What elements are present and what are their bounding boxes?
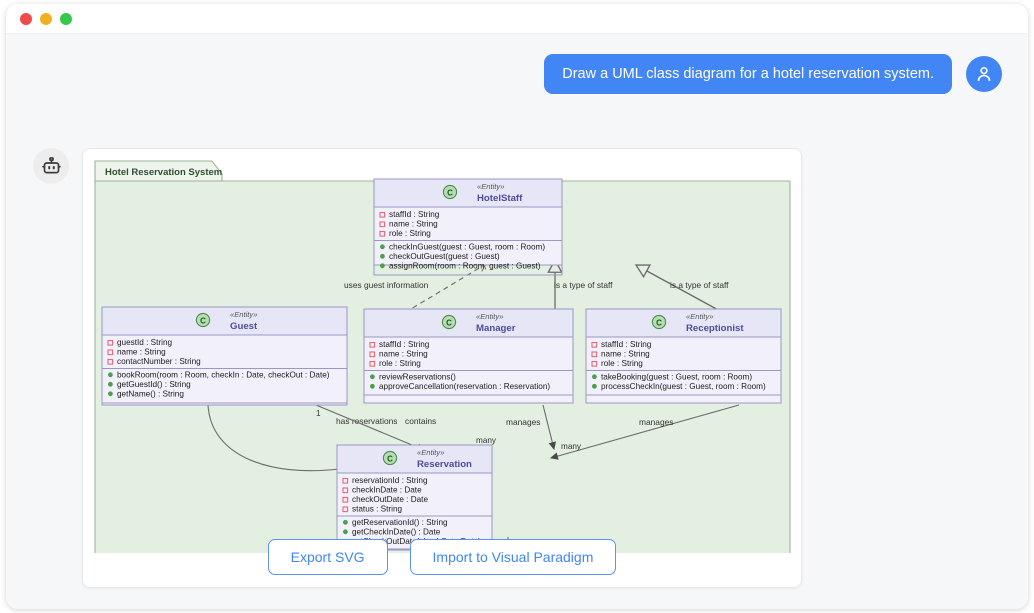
diagram-answer-card: Hotel Reservation System uses guest info… <box>82 148 802 588</box>
class-name-guest: Guest <box>230 321 258 332</box>
uml-diagram-canvas[interactable]: Hotel Reservation System uses guest info… <box>91 157 795 553</box>
svg-text:C: C <box>200 316 206 325</box>
link-contains <box>315 404 425 452</box>
multiplicity-contains-one: 1 <box>316 409 321 418</box>
class-name-receptionist: Receptionist <box>686 323 744 334</box>
svg-text:reservationId : String: reservationId : String <box>352 476 428 485</box>
class-box-receptionist[interactable]: C «Entity» Receptionist staffId : String… <box>585 308 782 404</box>
link-receptionist-generalization <box>634 264 732 318</box>
class-name-reservation: Reservation <box>417 459 472 470</box>
svg-text:staffId : String: staffId : String <box>389 210 440 219</box>
svg-text:contactNumber : String: contactNumber : String <box>117 357 201 366</box>
relationship-links: uses guest information is a type of staf… <box>203 258 740 553</box>
svg-text:C: C <box>387 454 393 463</box>
class-icon-guest <box>195 312 211 328</box>
operations-hotelstaff: checkInGuest(guest : Guest, room : Room)… <box>380 243 545 271</box>
operations-guest: bookRoom(room : Room, checkIn : Date, ch… <box>108 371 330 399</box>
class-name-manager: Manager <box>476 323 516 334</box>
svg-text:reviewReservations(): reviewReservations() <box>379 373 456 382</box>
svg-text:staffId : String: staffId : String <box>601 340 652 349</box>
svg-text:getGuestId() : String: getGuestId() : String <box>117 380 191 389</box>
class-icon-receptionist <box>651 314 667 330</box>
link-label-receptionist-is-a-type-of-staff: is a type of staff <box>670 280 729 290</box>
multiplicity-receptionist-manages-many: many <box>561 442 582 451</box>
svg-text:role : String: role : String <box>601 359 643 368</box>
svg-text:getCheckInDate() : Date: getCheckInDate() : Date <box>352 528 441 537</box>
stereotype-guest: «Entity» <box>230 310 257 319</box>
user-message-row: Draw a UML class diagram for a hotel res… <box>544 54 1002 94</box>
svg-text:takeBooking(guest : Guest, roo: takeBooking(guest : Guest, room : Room) <box>601 373 752 382</box>
svg-text:C: C <box>656 318 662 327</box>
svg-text:approveCancellation(reservatio: approveCancellation(reservation : Reserv… <box>379 382 550 391</box>
class-icon-reservation <box>382 450 398 466</box>
svg-text:name : String: name : String <box>117 348 166 357</box>
person-icon <box>966 56 1002 92</box>
operations-receptionist: takeBooking(guest : Guest, room : Room) … <box>592 373 766 391</box>
svg-text:role : String: role : String <box>379 359 421 368</box>
class-icon-hotelstaff <box>442 184 458 200</box>
svg-text:checkOutDate : Date: checkOutDate : Date <box>352 495 428 504</box>
diagram-frame-label: Hotel Reservation System <box>105 167 222 178</box>
diagram-action-bar: Export SVG Import to Visual Paradigm <box>83 539 801 575</box>
svg-text:role : String: role : String <box>389 229 431 238</box>
window-titlebar <box>6 4 1028 34</box>
class-box-guest[interactable]: C «Entity» Guest guestId : String name :… <box>101 306 348 406</box>
svg-text:name : String: name : String <box>601 350 650 359</box>
robot-icon <box>33 148 69 184</box>
link-manager-manages <box>542 404 556 451</box>
app-window: Draw a UML class diagram for a hotel res… <box>6 4 1028 609</box>
user-message-bubble: Draw a UML class diagram for a hotel res… <box>544 54 952 94</box>
svg-text:name : String: name : String <box>389 220 438 229</box>
attributes-manager: staffId : String name : String role : St… <box>369 340 430 368</box>
minimize-window-button[interactable] <box>40 12 52 25</box>
close-window-button[interactable] <box>20 12 32 25</box>
attributes-guest: guestId : String name : String contactNu… <box>107 338 201 366</box>
link-label-receptionist-manages: manages <box>639 417 673 427</box>
import-to-visual-paradigm-button[interactable]: Import to Visual Paradigm <box>409 539 617 575</box>
svg-text:guestId : String: guestId : String <box>117 338 173 347</box>
class-name-hotelstaff: HotelStaff <box>477 193 523 204</box>
svg-text:name : String: name : String <box>379 350 428 359</box>
class-box-hotelstaff[interactable]: C «Entity» HotelStaff staffId : String n… <box>373 178 563 276</box>
link-label-manager-is-a-type-of-staff: is a type of staff <box>554 280 613 290</box>
svg-text:processCheckIn(guest : Guest,: processCheckIn(guest : Guest, room : Roo… <box>601 382 766 391</box>
link-label-uses-guest-information: uses guest information <box>344 280 429 290</box>
svg-text:checkInGuest(guest : Guest, ro: checkInGuest(guest : Guest, room : Room) <box>389 243 545 252</box>
svg-text:C: C <box>446 318 452 327</box>
assistant-message-row: Hotel Reservation System uses guest info… <box>33 148 802 588</box>
stereotype-hotelstaff: «Entity» <box>477 182 504 191</box>
stereotype-manager: «Entity» <box>476 312 503 321</box>
attributes-receptionist: staffId : String name : String role : St… <box>591 340 652 368</box>
attributes-reservation: reservationId : String checkInDate : Dat… <box>342 476 428 514</box>
svg-text:checkOutGuest(guest : Guest): checkOutGuest(guest : Guest) <box>389 252 500 261</box>
svg-text:assignRoom(room : Room, guest: assignRoom(room : Room, guest : Guest) <box>389 262 541 271</box>
maximize-window-button[interactable] <box>60 12 72 25</box>
conversation-content: Draw a UML class diagram for a hotel res… <box>6 34 1028 609</box>
class-box-manager[interactable]: C «Entity» Manager staffId : String name… <box>363 308 574 404</box>
link-label-has-reservations: has reservations <box>336 416 397 426</box>
svg-text:status : String: status : String <box>352 505 403 514</box>
svg-text:bookRoom(room : Room, checkIn: bookRoom(room : Room, checkIn : Date, ch… <box>117 371 330 380</box>
class-icon-manager <box>441 314 457 330</box>
operations-manager: reviewReservations() approveCancellation… <box>370 373 550 391</box>
attributes-hotelstaff: staffId : String name : String role : St… <box>379 210 440 238</box>
svg-text:checkInDate : Date: checkInDate : Date <box>352 486 422 495</box>
link-label-contains: contains <box>405 416 436 426</box>
class-box-reservation[interactable]: C «Entity» Reservation reservationId : S… <box>336 444 493 551</box>
stereotype-reservation: «Entity» <box>417 448 444 457</box>
link-has-reservations <box>203 394 340 472</box>
export-svg-button[interactable]: Export SVG <box>267 539 388 575</box>
link-label-manager-manages: manages <box>506 417 540 427</box>
svg-text:C: C <box>447 188 453 197</box>
stereotype-receptionist: «Entity» <box>686 312 713 321</box>
svg-text:getName() : String: getName() : String <box>117 390 184 399</box>
svg-text:getReservationId() : String: getReservationId() : String <box>352 518 448 527</box>
link-receptionist-manages <box>549 404 740 460</box>
multiplicity-manager-manages-many: many <box>476 436 497 445</box>
svg-text:staffId : String: staffId : String <box>379 340 430 349</box>
